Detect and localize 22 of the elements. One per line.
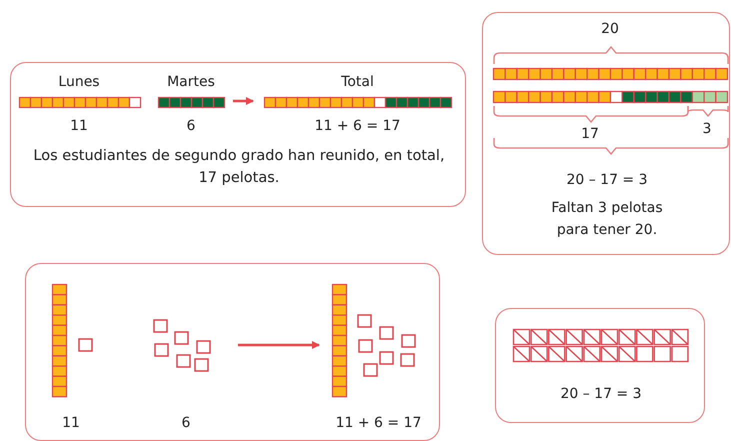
brace-label: 3 [702, 120, 712, 138]
column-heading: Martes [166, 73, 216, 91]
count-label: 11 [61, 414, 81, 432]
equation: 20 – 17 = 3 [565, 171, 649, 189]
equation: 20 – 17 = 3 [559, 385, 643, 403]
count-label: 6 [180, 414, 192, 432]
count-label: 11 [69, 117, 89, 135]
rounded-panel [10, 62, 466, 207]
count-label: 6 [186, 117, 196, 135]
arrow [238, 341, 320, 349]
rounded-panel [495, 308, 705, 423]
count-label: 11 + 6 = 17 [314, 117, 402, 135]
rounded-panel [482, 12, 730, 255]
column-heading: Lunes [57, 73, 101, 91]
rounded-panel [25, 263, 440, 441]
column-heading: Total [340, 73, 375, 91]
arrow [233, 97, 254, 105]
sentence: Los estudiantes de segundo grado han reunido, en total, 17 pelotas. [32, 147, 446, 188]
count-label: 11 + 6 = 17 [334, 414, 422, 432]
brace-label: 20 [600, 20, 620, 38]
brace-label: 17 [580, 125, 600, 143]
sentence: Faltan 3 pelotas para tener 20. [550, 199, 664, 240]
